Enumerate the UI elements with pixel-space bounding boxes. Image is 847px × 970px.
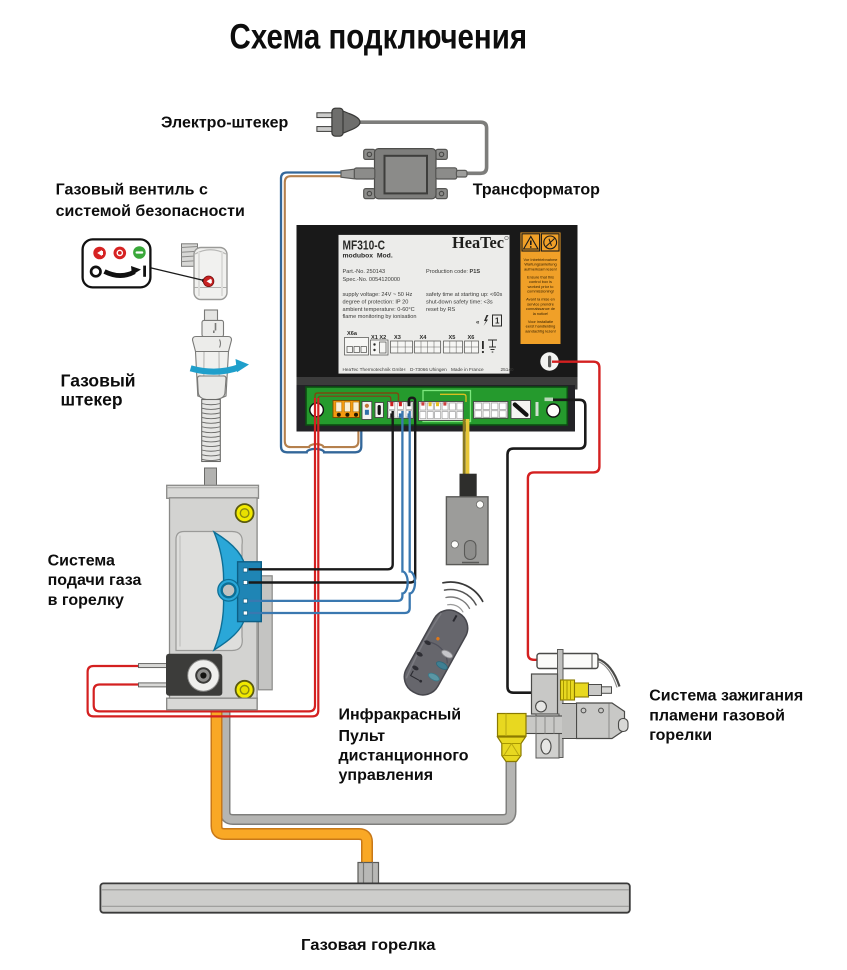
svg-text:reset by RS: reset by RS bbox=[426, 307, 455, 313]
svg-text:D-73066 Uhingen: D-73066 Uhingen bbox=[410, 367, 447, 372]
svg-text:штекер: штекер bbox=[61, 389, 123, 409]
svg-text:«: « bbox=[476, 320, 480, 326]
svg-text:worked prior to: worked prior to bbox=[528, 284, 554, 289]
svg-text:aandachtig lezen!: aandachtig lezen! bbox=[525, 328, 556, 333]
svg-text:Avant la mise en: Avant la mise en bbox=[526, 297, 555, 302]
svg-text:системой безопасности: системой безопасности bbox=[56, 203, 245, 220]
svg-text:Схема подключения: Схема подключения bbox=[230, 18, 528, 57]
svg-text:ambient temperature: 0-60°C: ambient temperature: 0-60°C bbox=[343, 307, 415, 313]
svg-text:дистанционного: дистанционного bbox=[339, 747, 469, 764]
svg-text:la notice!: la notice! bbox=[533, 311, 549, 316]
svg-text:Part.-No. 250143: Part.-No. 250143 bbox=[343, 269, 386, 275]
svg-text:Инфракрасный: Инфракрасный bbox=[339, 707, 462, 724]
svg-text:X5: X5 bbox=[449, 335, 456, 341]
svg-text:горелки: горелки bbox=[649, 727, 712, 744]
svg-text:Wartungsanleitung: Wartungsanleitung bbox=[524, 262, 556, 267]
svg-text:Электро-штекер: Электро-штекер bbox=[161, 115, 289, 132]
svg-text:commissioning!: commissioning! bbox=[527, 289, 554, 294]
svg-text:degree of protection: IP 20: degree of protection: IP 20 bbox=[343, 299, 409, 305]
svg-text:X4: X4 bbox=[420, 335, 428, 341]
svg-text:HeaTec: HeaTec bbox=[452, 233, 504, 252]
svg-text:connaissance de: connaissance de bbox=[526, 306, 555, 311]
svg-text:Vor Inbetriebnahme: Vor Inbetriebnahme bbox=[524, 257, 558, 262]
svg-text:Газовый: Газовый bbox=[61, 370, 136, 390]
svg-text:supply voltage: 24V ~ 50 Hz: supply voltage: 24V ~ 50 Hz bbox=[343, 292, 413, 298]
svg-text:aufmerksam lesen!: aufmerksam lesen! bbox=[524, 266, 557, 271]
svg-text:modubox Mod.: modubox Mod. bbox=[343, 253, 393, 260]
svg-text:Газовый вентиль с: Газовый вентиль с bbox=[56, 182, 208, 199]
svg-text:Система зажигания: Система зажигания bbox=[649, 688, 803, 705]
svg-text:safety time at starting up: <6: safety time at starting up: <60s bbox=[426, 292, 503, 298]
svg-text:управления: управления bbox=[339, 767, 434, 784]
svg-text:Ensure that this: Ensure that this bbox=[527, 275, 554, 280]
svg-text:shut-down safety time: <3s: shut-down safety time: <3s bbox=[426, 299, 493, 305]
svg-text:в горелку: в горелку bbox=[48, 592, 124, 609]
svg-text:Пульт: Пульт bbox=[339, 728, 386, 745]
svg-text:X6: X6 bbox=[468, 335, 475, 341]
svg-text:X1 X2: X1 X2 bbox=[371, 335, 386, 341]
svg-text:Spec.-No. 0054120000: Spec.-No. 0054120000 bbox=[343, 277, 401, 283]
svg-text:1: 1 bbox=[495, 317, 500, 326]
svg-text:X6a: X6a bbox=[347, 331, 358, 337]
svg-text:Трансформатор: Трансформатор bbox=[473, 181, 600, 198]
svg-text:service prendre: service prendre bbox=[527, 301, 554, 306]
svg-text:пламени газовой: пламени газовой bbox=[649, 708, 785, 725]
svg-text:подачи газа: подачи газа bbox=[48, 572, 142, 589]
svg-text:HeaTec Thermotechnik GmbH: HeaTec Thermotechnik GmbH bbox=[343, 367, 406, 372]
svg-text:Система: Система bbox=[48, 553, 115, 570]
svg-text:Production code: P1S: Production code: P1S bbox=[426, 269, 480, 275]
svg-text:MF310-C: MF310-C bbox=[343, 238, 386, 253]
svg-text:Made in France: Made in France bbox=[451, 367, 484, 372]
svg-text:eerst handleiding: eerst handleiding bbox=[526, 324, 556, 329]
svg-text:control box is: control box is bbox=[529, 279, 552, 284]
svg-text:flame monitoring by ionisation: flame monitoring by ionisation bbox=[343, 314, 417, 320]
svg-text:X3: X3 bbox=[394, 335, 401, 341]
svg-text:25140: 25140 bbox=[501, 367, 514, 372]
svg-text:Газовая горелка: Газовая горелка bbox=[301, 937, 436, 954]
svg-text:Voor installatie: Voor installatie bbox=[528, 319, 553, 324]
